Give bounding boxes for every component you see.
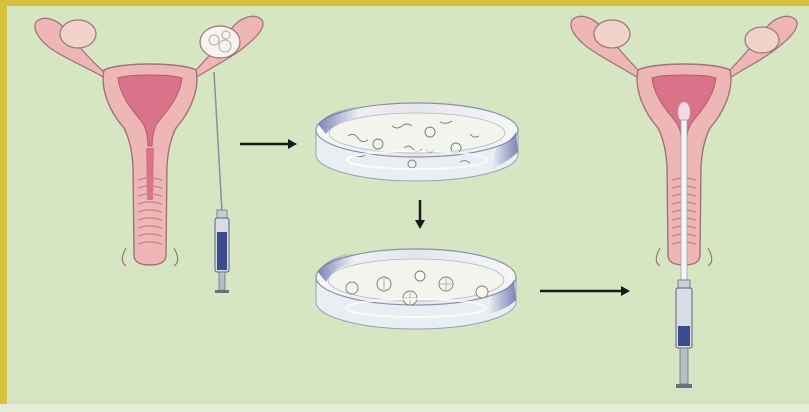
left-ovary <box>594 20 630 48</box>
right-ovary <box>745 27 779 53</box>
transferred-embryos <box>678 102 690 122</box>
frame-left <box>0 0 7 412</box>
embryo-culture-dish <box>316 249 516 329</box>
left-ovary <box>60 20 96 48</box>
fertilization-dish <box>316 103 518 181</box>
dish-inner <box>329 113 505 153</box>
frame-bottom <box>0 404 809 412</box>
transfer-catheter <box>681 120 687 280</box>
frame-top <box>0 0 809 6</box>
cervical-canal <box>146 148 154 200</box>
